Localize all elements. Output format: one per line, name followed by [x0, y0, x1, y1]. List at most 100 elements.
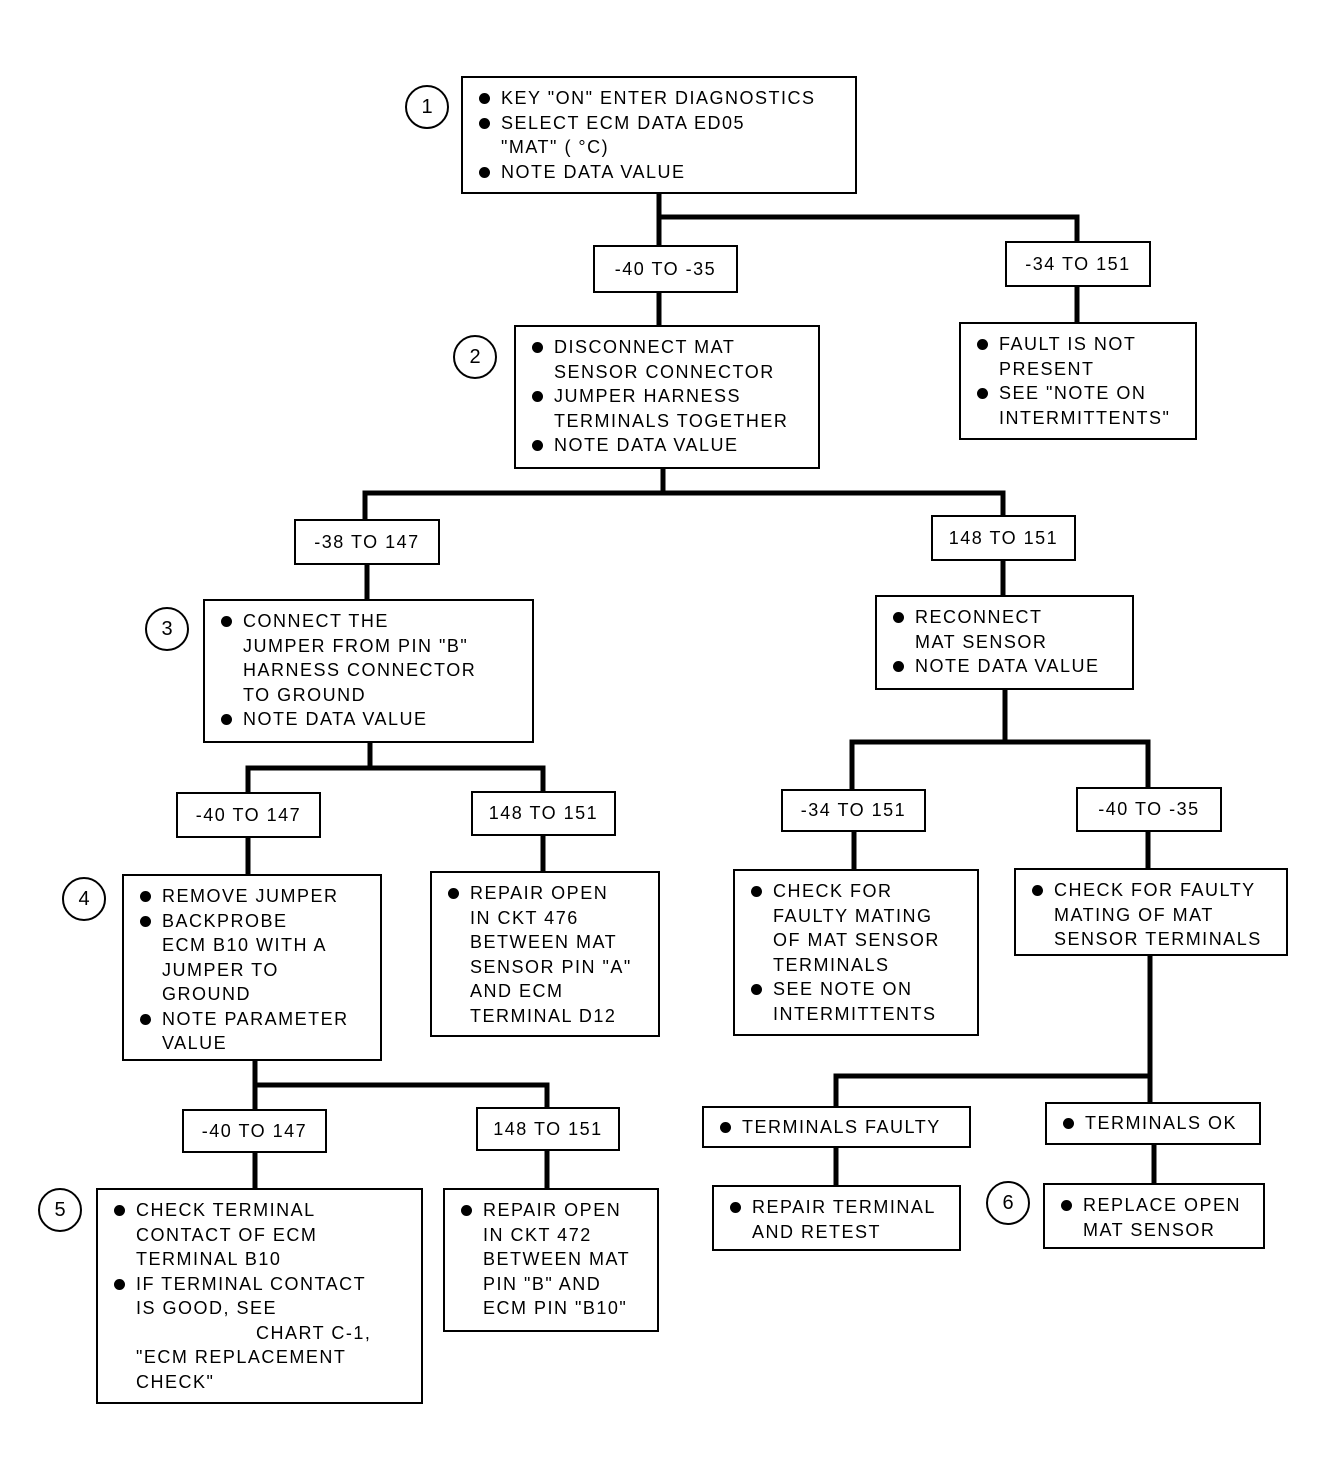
ckt472-text: PIN "B" AND: [483, 1273, 602, 1294]
step1-text: SELECT ECM DATA ED05: [501, 112, 746, 133]
range-label: -40 TO -35: [1076, 787, 1222, 832]
mating1-text: CHECK FOR: [773, 881, 893, 901]
step1-text: KEY "ON" ENTER DIAGNOSTICS: [501, 88, 816, 108]
fault-not-present-box: FAULT IS NOT PRESENT SEE "NOTE ON INTERMIT…: [959, 322, 1197, 440]
faulty-text: TERMINALS FAULTY: [742, 1117, 941, 1137]
step1-bullet: KEY "ON" ENTER DIAGNOSTICS: [477, 86, 843, 111]
step2-text: DISCONNECT MAT: [554, 337, 736, 357]
range-label: -34 TO 151: [781, 789, 926, 832]
range-label: -40 TO 147: [182, 1109, 327, 1153]
step4-text: VALUE: [162, 1033, 228, 1053]
step5-text: CHART C-1,: [256, 1322, 372, 1343]
fault-bullet: FAULT IS NOT PRESENT: [975, 332, 1183, 381]
step2-bullet: NOTE DATA VALUE: [530, 433, 806, 458]
step4-bullet: REMOVE JUMPER: [138, 884, 368, 909]
ckt476-text: SENSOR PIN "A": [470, 956, 632, 977]
mating1-text: TERMINALS: [773, 954, 890, 975]
step4-text: JUMPER TO: [162, 959, 279, 980]
ckt472-text: ECM PIN "B10": [483, 1298, 628, 1318]
fault-text: SEE "NOTE ON: [999, 383, 1147, 403]
fault-text: INTERMITTENTS": [999, 407, 1171, 428]
ok-text: TERMINALS OK: [1085, 1113, 1238, 1133]
mating1-text: SEE NOTE ON: [773, 979, 913, 999]
mating2-text: CHECK FOR FAULTY: [1054, 880, 1256, 900]
check-mating-box-1: CHECK FOR FAULTY MATING OF MAT SENSOR TERMI…: [733, 869, 979, 1036]
reconnect-text: MAT SENSOR: [915, 631, 1048, 652]
step1-box: KEY "ON" ENTER DIAGNOSTICS SELECT ECM DA…: [461, 76, 857, 194]
terminals-faulty-box: TERMINALS FAULTY: [702, 1106, 971, 1148]
repair-terminal-box: REPAIR TERMINAL AND RETEST: [712, 1185, 961, 1251]
terminals-ok-box: TERMINALS OK: [1045, 1102, 1261, 1145]
step5-text: CHECK TERMINAL: [136, 1200, 316, 1220]
step-number-1: 1: [405, 85, 449, 129]
fault-bullet: SEE "NOTE ON INTERMITTENTS": [975, 381, 1183, 430]
step5-text: CHECK": [136, 1371, 215, 1392]
retest-text: REPAIR TERMINAL: [752, 1197, 936, 1217]
step1-text: NOTE DATA VALUE: [501, 161, 686, 182]
step-number-3: 3: [145, 607, 189, 651]
step4-bullet: NOTE PARAMETER VALUE: [138, 1007, 368, 1056]
step3-text: CONNECT THE: [243, 611, 389, 631]
step5-box: CHECK TERMINAL CONTACT OF ECM TERMINAL B10…: [96, 1188, 423, 1404]
ckt476-text: AND ECM: [470, 981, 564, 1001]
ckt476-text: BETWEEN MAT: [470, 932, 618, 952]
mating2-text: SENSOR TERMINALS: [1054, 929, 1262, 949]
range-label: 148 TO 151: [476, 1107, 620, 1151]
step1-bullet: NOTE DATA VALUE: [477, 160, 843, 185]
step4-text: GROUND: [162, 984, 251, 1004]
ckt476-text: REPAIR OPEN: [470, 883, 609, 903]
step5-bullet: IF TERMINAL CONTACT IS GOOD, SEE CHART C-1…: [112, 1272, 409, 1395]
step-number-4: 4: [62, 877, 106, 921]
mating1-bullet: SEE NOTE ON INTERMITTENTS: [749, 977, 965, 1026]
step5-text: IS GOOD, SEE: [136, 1298, 278, 1318]
step6-text: REPLACE OPEN: [1083, 1195, 1242, 1215]
step4-text: NOTE PARAMETER: [162, 1008, 349, 1029]
step2-text: NOTE DATA VALUE: [554, 435, 739, 455]
ckt472-text: BETWEEN MAT: [483, 1249, 631, 1269]
reconnect-text: RECONNECT: [915, 607, 1043, 627]
step2-box: DISCONNECT MAT SENSOR CONNECTOR JUMPER HA…: [514, 325, 820, 469]
step3-text: TO GROUND: [243, 684, 367, 705]
range-label: -40 TO 147: [176, 792, 321, 838]
range-label: -38 TO 147: [294, 519, 440, 565]
step4-text: BACKPROBE: [162, 910, 288, 931]
step5-text: CONTACT OF ECM: [136, 1224, 318, 1245]
ckt476-text: TERMINAL D12: [470, 1005, 617, 1026]
fault-text: PRESENT: [999, 358, 1095, 379]
range-label: 148 TO 151: [471, 791, 616, 836]
range-label: -34 TO 151: [1005, 241, 1151, 287]
retest-text: AND RETEST: [752, 1221, 882, 1242]
step5-bullet: CHECK TERMINAL CONTACT OF ECM TERMINAL B10: [112, 1198, 409, 1272]
mating1-text: OF MAT SENSOR: [773, 930, 940, 950]
step1-bullet: SELECT ECM DATA ED05 "MAT" ( °C): [477, 111, 843, 160]
step2-text: SENSOR CONNECTOR: [554, 361, 775, 382]
ok-bullet: TERMINALS OK: [1061, 1111, 1247, 1136]
mating2-text: MATING OF MAT: [1054, 904, 1214, 925]
step-number-6: 6: [986, 1181, 1030, 1225]
step1-text: "MAT" ( °C): [501, 137, 610, 157]
mating1-text: INTERMITTENTS: [773, 1003, 937, 1024]
step5-text: IF TERMINAL CONTACT: [136, 1273, 367, 1294]
step5-text: TERMINAL B10: [136, 1249, 282, 1269]
mating1-text: FAULTY MATING: [773, 905, 933, 926]
step3-text: NOTE DATA VALUE: [243, 709, 428, 729]
step-number-5: 5: [38, 1188, 82, 1232]
step4-bullet: BACKPROBE ECM B10 WITH A JUMPER TO GROUND: [138, 909, 368, 1007]
reconnect-bullet: NOTE DATA VALUE: [891, 654, 1120, 679]
reconnect-bullet: RECONNECT MAT SENSOR: [891, 605, 1120, 654]
ckt476-text: IN CKT 476: [470, 907, 579, 928]
mating2-bullet: CHECK FOR FAULTY MATING OF MAT SENSOR TERM…: [1030, 878, 1274, 952]
fault-text: FAULT IS NOT: [999, 334, 1137, 354]
check-mating-box-2: CHECK FOR FAULTY MATING OF MAT SENSOR TERM…: [1014, 868, 1288, 956]
faulty-bullet: TERMINALS FAULTY: [718, 1115, 957, 1140]
step4-text: ECM B10 WITH A: [162, 935, 328, 955]
